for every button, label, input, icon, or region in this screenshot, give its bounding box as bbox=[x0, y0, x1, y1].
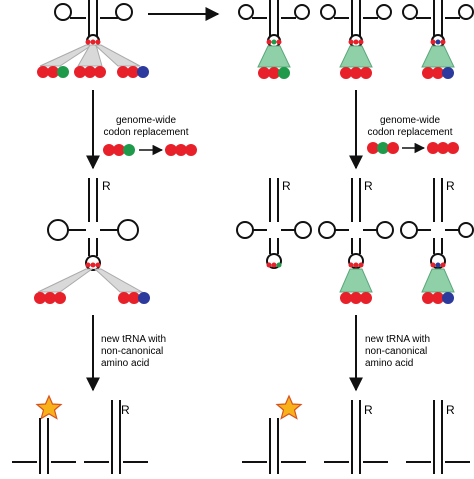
star-icon bbox=[35, 394, 63, 420]
r-label: R bbox=[364, 403, 373, 417]
trna-icon bbox=[242, 418, 306, 474]
codon-group bbox=[340, 67, 372, 79]
anticodon-dots bbox=[85, 262, 101, 268]
pairing-cones bbox=[339, 268, 455, 293]
pairing-cones bbox=[257, 45, 455, 68]
codon-group bbox=[117, 66, 149, 78]
codon-group bbox=[118, 292, 150, 304]
codon-replacement-label-line1: genome-wide bbox=[116, 115, 176, 126]
codon-replacement-label-line1: genome-wide bbox=[380, 115, 440, 126]
trna-icon bbox=[12, 418, 76, 474]
codon-replacement-label-line2: codon replacement bbox=[367, 127, 452, 138]
trna-icon bbox=[324, 400, 388, 474]
anticodon-dots bbox=[85, 39, 101, 45]
trna-icon bbox=[54, 0, 133, 36]
new-trna-label-line1: new tRNA with bbox=[101, 334, 166, 345]
trna-icon bbox=[236, 178, 312, 269]
codon-group bbox=[340, 292, 372, 304]
trna-icon bbox=[406, 400, 470, 474]
codon-group bbox=[422, 292, 454, 304]
r-label: R bbox=[364, 179, 373, 193]
new-trna-label-line2: non-canonical bbox=[101, 346, 163, 357]
anticodon-dots bbox=[348, 262, 446, 268]
codon-replacement-label-line2: codon replacement bbox=[103, 127, 188, 138]
r-label: R bbox=[446, 403, 455, 417]
codon-group bbox=[422, 67, 454, 79]
trna-icon bbox=[84, 400, 148, 474]
pairing-cones bbox=[39, 44, 141, 67]
codon-group bbox=[37, 66, 69, 78]
r-label: R bbox=[121, 403, 130, 417]
trna-icon bbox=[238, 0, 310, 48]
star-icon bbox=[275, 394, 303, 420]
new-trna-label-line1: new tRNA with bbox=[365, 334, 430, 345]
pairing-cones bbox=[37, 268, 144, 293]
r-label: R bbox=[282, 179, 291, 193]
replacement-example bbox=[103, 144, 197, 156]
codon-group bbox=[34, 292, 66, 304]
trna-icon bbox=[400, 178, 474, 269]
replacement-example bbox=[367, 142, 459, 154]
r-label: R bbox=[446, 179, 455, 193]
codon-group bbox=[258, 67, 290, 79]
trna-icon bbox=[318, 178, 394, 269]
anticodon-dots bbox=[266, 262, 282, 268]
codon-group bbox=[74, 66, 106, 78]
anticodon-dots bbox=[266, 39, 446, 45]
new-trna-label-line3: amino acid bbox=[101, 358, 149, 369]
trna-icon bbox=[47, 178, 139, 271]
r-label: R bbox=[102, 179, 111, 193]
new-trna-label-line2: non-canonical bbox=[365, 346, 427, 357]
new-trna-label-line3: amino acid bbox=[365, 358, 413, 369]
